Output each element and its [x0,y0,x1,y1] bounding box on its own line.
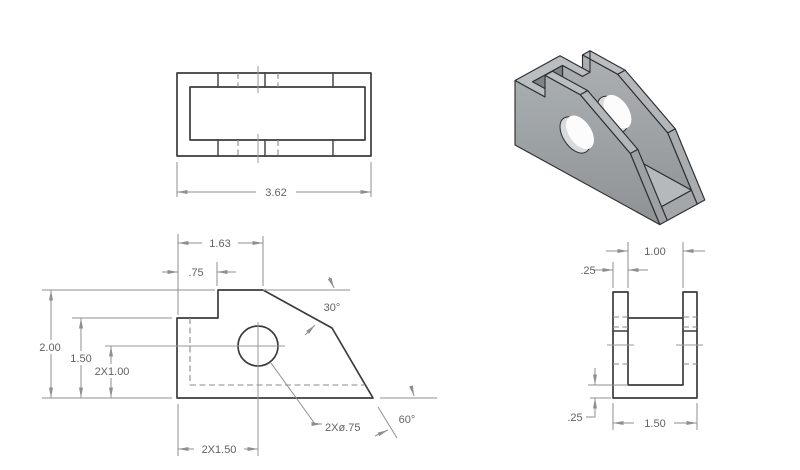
iso-lower-hole [560,110,594,160]
dim-hole-diameter: 2Xø.75 [325,422,360,434]
dim-text-mask [634,416,674,430]
dim-text-mask [256,185,296,199]
dim-text-mask [33,340,68,354]
top-view: 3.62 [176,66,372,199]
dim-arrow-60-lower [374,429,389,437]
dim-text-mask [64,351,99,365]
dim-overall-width: 1.50 [644,418,665,430]
dim-text-mask [89,364,135,378]
side-view-ext-lines [586,242,698,430]
front-view-hidden-cavity [189,318,365,386]
dim-face-length: 1.63 [209,238,230,250]
isometric-view [514,50,706,226]
front-view-ext-lines [42,234,437,456]
dim-step-width: .75 [188,267,203,279]
top-view-outer-profile [176,72,372,157]
dim-arrow-60-upper [409,385,415,397]
dim-text-mask [194,442,244,456]
side-view: 1.00 .25 .25 1.50 [567,242,705,430]
dim-text-mask [202,236,238,250]
dim-upper-angle: 30° [324,302,341,314]
dim-overall-length: 3.62 [265,187,286,199]
dim-shoulder-height: 1.50 [70,353,91,365]
top-view-channel-inner-edges [189,86,366,141]
dim-wall-thickness: .25 [580,265,595,277]
dim-arrow-30-lower [304,324,316,336]
iso-far-wall-60-slope [667,128,706,205]
hole-leader-line [270,362,322,424]
lower-hole-bore-light [566,115,594,150]
dim-channel-width: 1.00 [644,246,665,258]
dim-overall-height: 2.00 [39,342,60,354]
dim-hole-center-height: 2X1.00 [95,366,130,378]
dim-lower-angle: 60° [399,414,416,426]
dim-arrow-30-upper [327,276,335,289]
front-view-profile [176,289,374,399]
dim-hole-center-offset: 2X1.50 [202,444,237,456]
front-view: 1.63 .75 30° 2.00 1.50 2X1.00 2X1.50 2Xø… [33,234,437,456]
dim-floor-thickness: .25 [567,412,582,424]
